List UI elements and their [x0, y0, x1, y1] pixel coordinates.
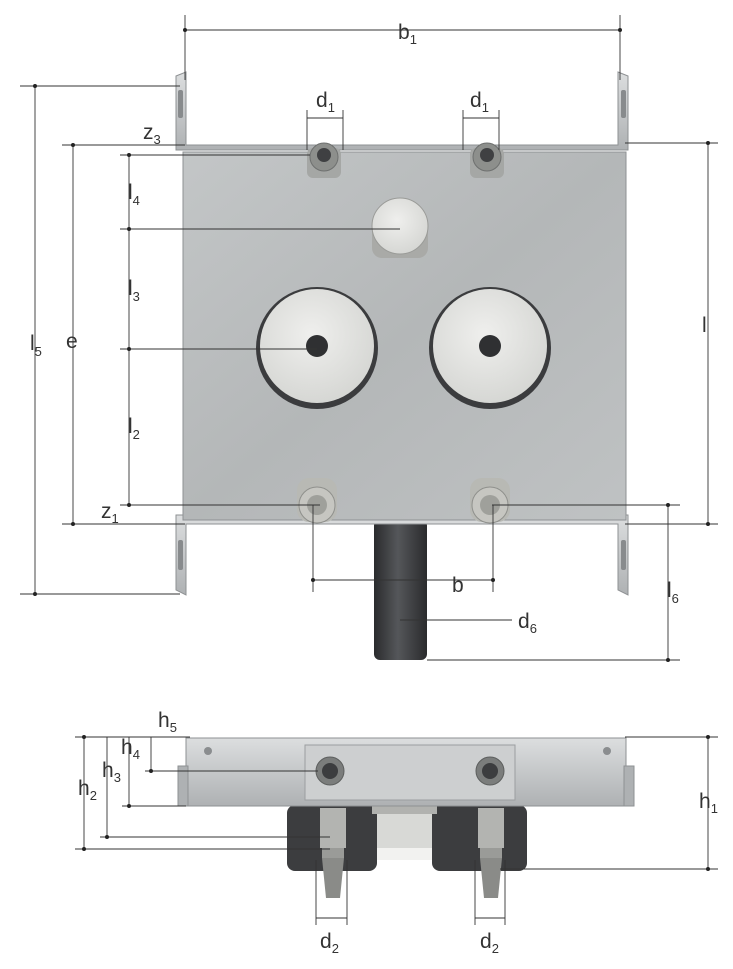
label-d1-right: d: [470, 89, 482, 112]
svg-text:z3: z3: [143, 121, 161, 147]
top-connector-right-side: [475, 756, 505, 786]
svg-text:z1: z1: [101, 500, 119, 526]
insulation-disc-left: [256, 287, 378, 409]
svg-text:h1: h1: [699, 790, 718, 816]
label-h1: h: [699, 790, 711, 813]
label-l5: l: [30, 332, 35, 355]
svg-text:d2: d2: [320, 930, 339, 956]
label-l3: l: [128, 277, 133, 300]
svg-text:h2: h2: [78, 777, 97, 803]
svg-text:l3: l3: [128, 277, 140, 304]
insulation-disc-right: [429, 287, 551, 409]
label-h3: h: [102, 759, 114, 782]
front-labels: b1 d1 d1 z3 l4 l3 l2 l5 e l z1 b l6 d6: [30, 21, 707, 636]
top-connector-right: [470, 142, 504, 178]
label-b: b: [452, 574, 464, 597]
top-connector-left-side: [315, 756, 345, 786]
svg-text:b1: b1: [398, 21, 417, 47]
label-h5: h: [158, 709, 170, 732]
label-h4: h: [121, 736, 133, 759]
label-d1-left: d: [316, 89, 328, 112]
pipe-stub-right: [478, 808, 504, 898]
top-connector-left: [307, 142, 341, 178]
center-cap: [371, 197, 429, 258]
label-b1: b: [398, 21, 410, 44]
bottom-mounting-bracket: [175, 514, 629, 596]
label-z3: z: [143, 121, 154, 144]
label-d2-left: d: [320, 930, 332, 953]
front-view: [175, 71, 629, 660]
svg-text:h3: h3: [102, 759, 121, 785]
drain-pipe: [374, 520, 427, 660]
label-d2-right: d: [480, 930, 492, 953]
top-view: [177, 737, 635, 898]
front-dimension-lines: [20, 15, 718, 662]
svg-text:l5: l5: [30, 332, 42, 359]
label-h2: h: [78, 777, 90, 800]
label-l2: l: [128, 415, 133, 438]
svg-text:h5: h5: [158, 709, 177, 735]
svg-text:h4: h4: [121, 736, 140, 762]
label-l6: l: [667, 579, 672, 602]
label-z1: z: [101, 500, 112, 523]
pipe-stub-left: [320, 808, 346, 898]
svg-text:d6: d6: [518, 610, 537, 636]
svg-text:l4: l4: [128, 181, 140, 208]
label-d6: d: [518, 610, 530, 633]
bottom-connector-right: [470, 478, 510, 524]
label-e: e: [66, 330, 78, 353]
svg-text:l2: l2: [128, 415, 140, 442]
svg-text:d1: d1: [470, 89, 489, 115]
svg-text:d2: d2: [480, 930, 499, 956]
top-mounting-bracket: [175, 71, 629, 151]
label-l: l: [702, 314, 707, 337]
label-l4: l: [128, 181, 133, 204]
bottom-connector-left: [297, 478, 337, 524]
top-dimension-lines: [75, 735, 718, 925]
svg-text:d1: d1: [316, 89, 335, 115]
top-labels: h5 h4 h3 h2 h1 d2 d2: [78, 709, 718, 956]
svg-text:l6: l6: [667, 579, 679, 606]
